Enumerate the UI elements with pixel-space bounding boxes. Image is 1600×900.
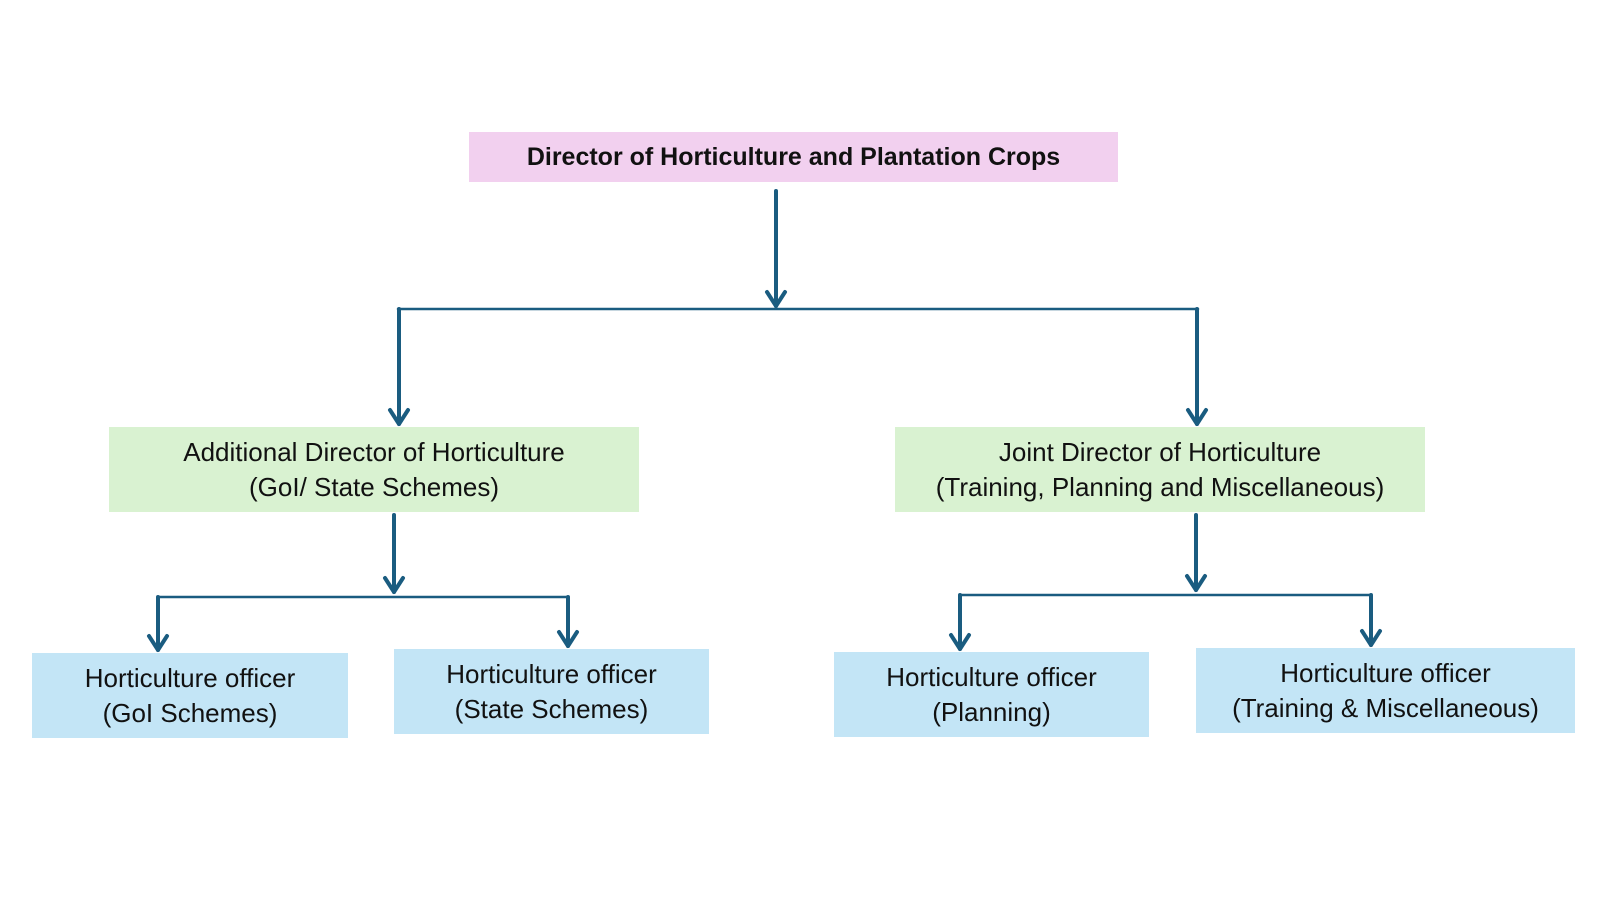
ho-planning-subtitle: (Planning) xyxy=(932,696,1051,727)
arrowhead-to-ho-state xyxy=(557,630,579,648)
ho-training-title: Horticulture officer xyxy=(1280,657,1491,688)
ho-training-node: Horticulture officer (Training & Miscell… xyxy=(1196,648,1575,733)
joint-director-title: Joint Director of Horticulture xyxy=(998,436,1322,467)
arrowhead-to-ho-training xyxy=(1360,629,1382,647)
director-label: Director of Horticulture and Plantation … xyxy=(526,142,1061,171)
additional-director-subtitle: (GoI/ State Schemes) xyxy=(249,471,499,502)
additional-director-node: Additional Director of Horticulture (GoI… xyxy=(109,427,639,512)
ho-planning-node: Horticulture officer (Planning) xyxy=(834,652,1149,737)
ho-goi-schemes-node: Horticulture officer (GoI Schemes) xyxy=(32,653,348,738)
ho-state-title: Horticulture officer xyxy=(446,658,657,689)
additional-director-title: Additional Director of Horticulture xyxy=(183,436,565,467)
ho-training-subtitle: (Training & Miscellaneous) xyxy=(1232,692,1539,723)
arrowhead-director-stem xyxy=(765,290,787,308)
joint-director-node: Joint Director of Horticulture (Training… xyxy=(895,427,1425,512)
ho-state-subtitle: (State Schemes) xyxy=(454,693,649,724)
ho-planning-title: Horticulture officer xyxy=(886,661,1097,692)
ho-state-schemes-node: Horticulture officer (State Schemes) xyxy=(394,649,709,734)
director-node: Director of Horticulture and Plantation … xyxy=(469,132,1118,182)
arrowhead-joint-stem xyxy=(1185,574,1207,592)
ho-goi-subtitle: (GoI Schemes) xyxy=(102,697,278,728)
arrowhead-additional-stem xyxy=(383,576,405,594)
arrowhead-to-additional xyxy=(388,408,410,426)
arrowhead-to-ho-goi xyxy=(147,634,169,652)
arrowhead-to-joint xyxy=(1186,408,1208,426)
joint-director-subtitle: (Training, Planning and Miscellaneous) xyxy=(935,471,1385,502)
ho-goi-title: Horticulture officer xyxy=(84,662,296,693)
arrowhead-to-ho-planning xyxy=(949,633,971,651)
